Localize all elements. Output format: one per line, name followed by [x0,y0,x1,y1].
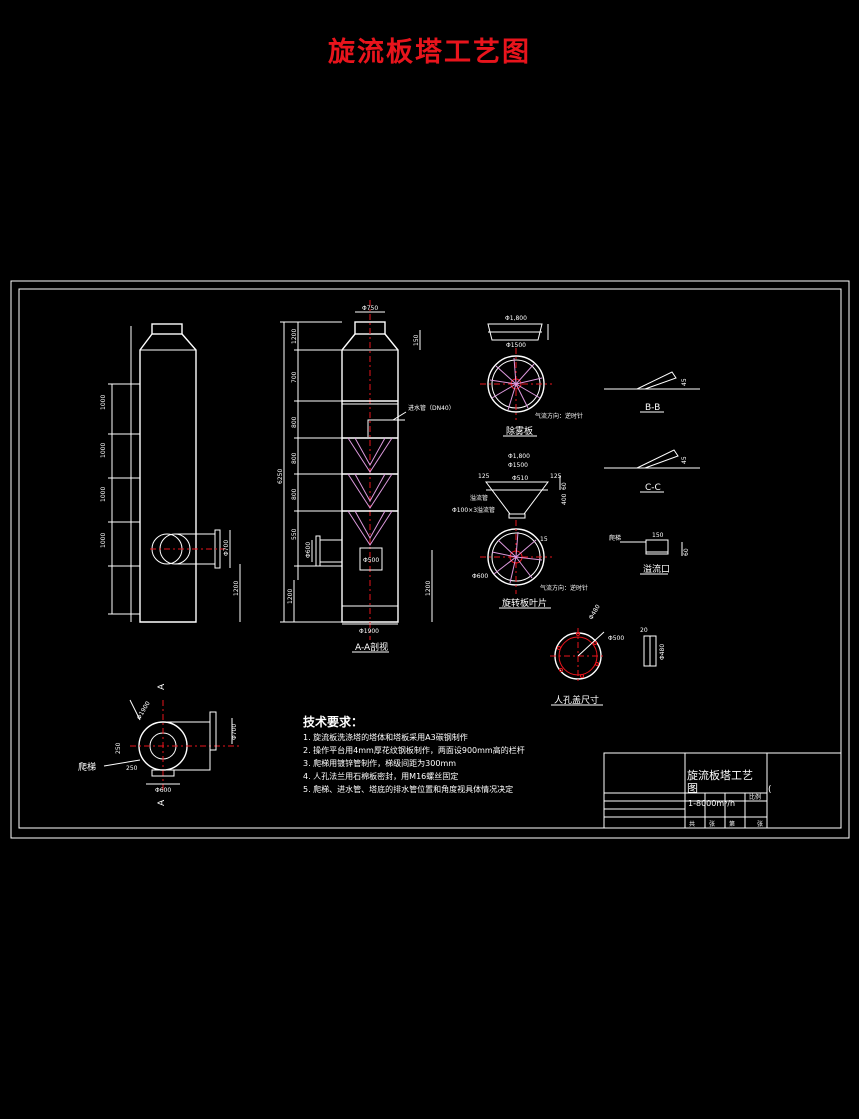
dim-1000-d: 1000 [100,533,107,548]
title-block: 旋流板塔工艺 图 1-8000m³/h 比例 共 张 第 张 ( [603,752,842,829]
blade-dia: Φ600 [472,573,488,580]
note-5: 5. 爬梯、进水管、塔底的排水管位置和角度视具体情况决定 [303,784,513,794]
dim-1000-c: 1000 [100,487,107,502]
overflow-label: 溢流管 [470,494,488,502]
manhole-view: Φ480 Φ500 20 Φ480 人孔盖尺寸 [550,603,666,706]
plan-ladder-label: 爬梯 [78,761,96,773]
dim-1200-right: 1200 [425,581,432,596]
dim-400: 400 [561,493,568,505]
notes-heading: 技术要求： [303,714,363,729]
demister-plate-view: Φ1,800 Φ1500 气流方向：逆时针 除雾板 [480,315,583,437]
note-2: 2. 操作平台用4mm厚花纹钢板制作，两面设900mm高的栏杆 [303,745,525,755]
note-3: 3. 爬梯用镀锌管制作，梯级间距为300mm [303,758,456,768]
tray-dia-1500: Φ1500 [508,462,528,469]
section-aa-view: 进水管（DN40） Φ500 Φ1900 A-A剖视 Φ750 6250 120… [277,300,455,653]
external-view: 1000 1000 1000 1000 Φ700 1200 [100,323,241,623]
aa-dim-ticks [280,321,342,623]
manhole-dia-540: Φ480 [588,603,602,621]
plan-dim-1900: Φ1900 [136,700,152,721]
section-bb-caption: B-B [645,403,660,413]
plan-view: Φ700 Φ1900 250 250 爬梯 Φ600 A A [78,683,240,806]
section-mark-bottom: A [157,799,167,806]
section-cc-caption: C-C [645,483,661,493]
dim-125-left: 125 [478,473,490,480]
dim-1200-side: 1200 [233,581,240,596]
shell-dia: Φ1900 [359,628,379,635]
technical-notes: 技术要求： 1. 旋流板洗涤塔的塔体和塔板采用A3碳钢制作 2. 操作平台用4m… [303,714,525,794]
dim-15: 15 [540,536,548,543]
top-dia: Φ750 [362,305,378,312]
section-bb-view: 45 B-B [604,371,700,413]
dim-60-outlet: 60 [683,548,690,556]
dim-550: 550 [291,528,298,540]
outer-frame [10,280,850,839]
manhole-caption: 人孔盖尺寸 [554,694,599,706]
title-block-mark: 比例 [749,793,761,801]
title-block-bracket: ( [768,785,772,795]
demister-caption: 除雾板 [506,425,533,437]
inner-frame [18,288,842,829]
tray-dia-1800: Φ1,800 [508,453,530,460]
title-block-cell-4: 张 [757,820,763,828]
swirl-blade-caption: 旋转板叶片 [502,597,547,609]
dim-800-c: 800 [291,488,298,500]
demister-dia: Φ1,800 [505,315,527,322]
dim-700-side: Φ700 [223,540,230,556]
dim-150-top: 150 [413,334,420,346]
note-4: 4. 人孔法兰用石棉板密封，用M16螺丝固定 [303,771,458,781]
plan-dim-250-b: 250 [126,765,138,772]
swirl-blade-view: Φ1,800 Φ1500 125 125 Φ510 溢流管 Φ100×3溢流管 … [452,453,588,609]
title-block-cell-2: 张 [709,820,715,828]
section-cc-view: 45 C-C [604,449,700,493]
weir-label: Φ100×3溢流管 [452,506,495,514]
dim-150-outlet: 150 [652,532,664,539]
note-1: 1. 旋流板洗涤塔的塔体和塔板采用A3碳钢制作 [303,732,468,742]
dim-20: 20 [640,627,648,634]
title-block-name-1: 旋流板塔工艺 [687,768,753,782]
title-block-cell-1: 共 [689,820,695,828]
dim-700-aa: 700 [291,371,298,383]
dim-1200-top: 1200 [291,329,298,344]
inner-dia-500: Φ500 [363,557,379,564]
title-block-code: 1-8000m³/h [688,799,735,808]
dim-6250: 6250 [277,469,284,484]
dim-125-right: 125 [550,473,562,480]
gas-flow-label-1: 气流方向：逆时针 [535,412,583,420]
section-mark-top: A [157,683,167,690]
manhole-dia-500: Φ500 [608,635,624,642]
ladder-ticks [108,383,140,615]
outlet-caption: 溢流口 [643,563,670,575]
dim-60: 60 [561,482,568,490]
dim-800-a: 800 [291,416,298,428]
outlet-left-label: 爬梯 [609,534,621,542]
gas-flow-label-2: 气流方向：逆时针 [540,584,588,592]
plan-dim-600: Φ600 [155,787,171,794]
manhole-dia-480: Φ480 [659,644,666,660]
plan-dim-250-a: 250 [115,742,122,754]
tray-dia-510: Φ510 [512,475,528,482]
title-block-cell-3: 第 [729,820,735,828]
plan-dim-700: Φ700 [231,724,238,740]
section-aa-caption: A-A剖视 [355,641,388,653]
dim-inlet: Φ600 [305,542,312,558]
dim-45-bb: 45 [681,378,688,386]
demister-inner-dia: Φ1500 [506,342,526,349]
page-title: 旋流板塔工艺图 [328,37,531,68]
dim-800-b: 800 [291,452,298,464]
spray-pipe-label: 进水管（DN40） [408,404,455,412]
dim-1000-b: 1000 [100,443,107,458]
dim-45-cc: 45 [681,456,688,464]
outlet-port-view: 爬梯 150 60 溢流口 [609,532,690,575]
title-block-name-2: 图 [687,782,698,795]
dim-1000-a: 1000 [100,395,107,410]
dim-1200-bottom: 1200 [287,589,294,604]
